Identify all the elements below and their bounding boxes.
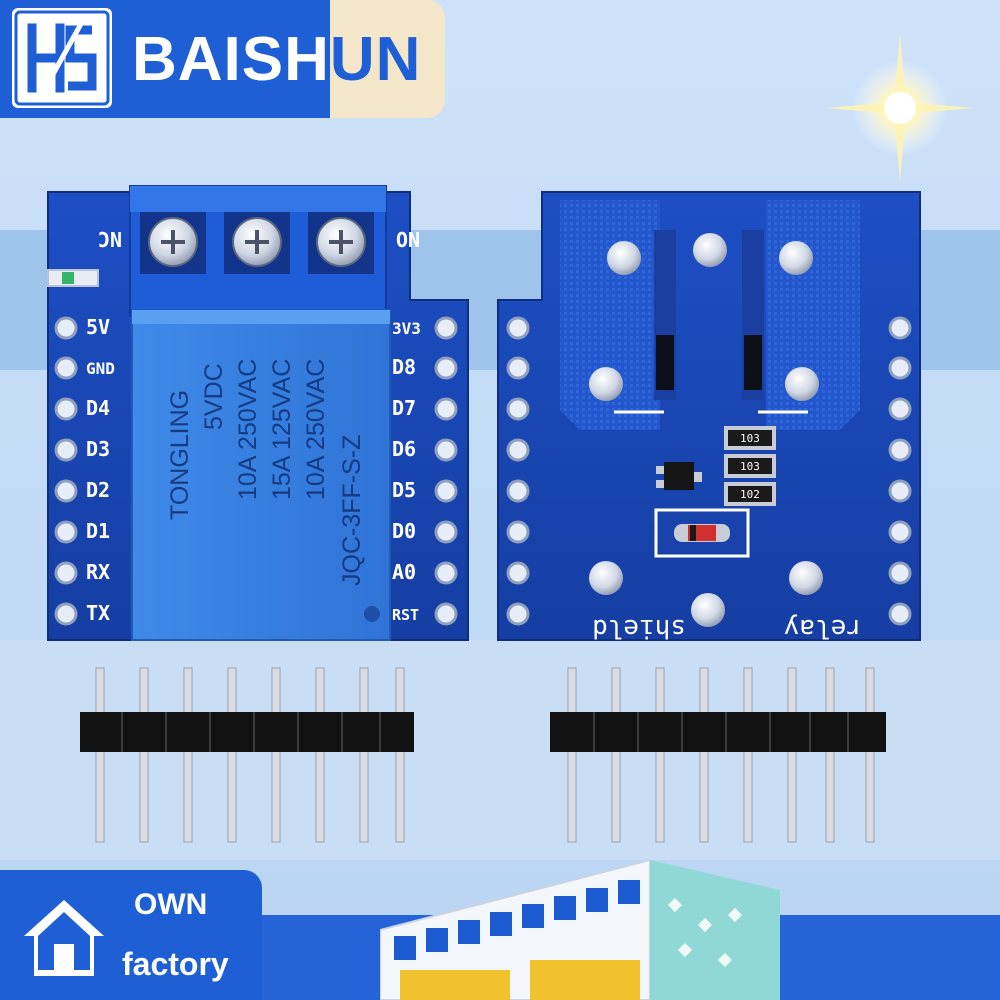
resistor-code: 102 [740,488,760,501]
pin-label-right: D0 [392,519,416,543]
sun-sparkle-icon [826,34,974,182]
pin-label-left: D3 [86,437,110,461]
silkscreen-shield: shield [592,613,686,643]
brand-name: BAISHUN [132,24,421,95]
relay-module-board: NC NO 5V GND D4 D3 D2 D1 RX TX 3V3 D8 D7… [47,185,469,641]
resistor-code: 103 [740,432,760,445]
brand-name-tail: UN [329,25,422,94]
pin-label-right: A0 [392,560,416,584]
pin-label-left: D4 [86,396,110,420]
relay-marking: 10A 250VAC [302,359,330,500]
pin-holes-right [434,316,458,626]
shield-board: 103 103 102 shield relay [497,191,921,643]
own-factory-badge: OWN factory [0,870,262,1000]
brand-name-main: BAISH [132,25,330,94]
badge-line-own: OWN [134,888,208,921]
diode [674,524,730,542]
solder-pads [589,233,823,627]
label-nc: NC [98,227,122,251]
relay-marking: 15A 125VAC [268,359,296,500]
screw-terminal-block [129,185,387,317]
house-icon [24,900,104,976]
pin-label-right: D5 [392,478,416,502]
pin-label-right: D8 [392,355,416,379]
badge-line-factory: factory [122,946,229,982]
screw-icon [232,217,282,267]
factory-building-illustration [380,858,780,1000]
pin-label-right: RST [392,606,419,624]
pin-label-right: D7 [392,396,416,420]
pin-label-left: GND [86,359,115,378]
pin-label-left: 5V [86,315,110,339]
pin-label-left: RX [86,560,110,584]
pin-holes-left [506,316,530,626]
pin-label-right: D6 [392,437,416,461]
silkscreen-relay: relay [784,613,862,643]
relay-component: TONGLING 5VDC 10A 250VAC 15A 125VAC 10A … [131,309,391,641]
relay-marking: 5VDC [200,363,228,430]
pin-label-right: 3V3 [392,319,421,338]
pin-header-left [80,667,414,843]
resistor-code: 103 [740,460,760,473]
pin-holes-right [888,316,912,626]
label-no: NO [396,227,420,251]
pin-label-left: TX [86,601,110,625]
pin-label-left: D1 [86,519,110,543]
screw-icon [148,217,198,267]
pin-header-right [550,667,886,843]
pin-label-left: D2 [86,478,110,502]
screw-icon [316,217,366,267]
transistor [656,462,702,490]
relay-marking: TONGLING [166,390,194,520]
relay-marking: 10A 250VAC [234,359,262,500]
brand-header: BAISHUN [0,0,445,118]
pin-holes-left [54,316,78,626]
relay-marking: JQC-3FF-S-Z [338,435,366,586]
hs-monogram-icon [12,8,112,108]
brand-background-accent [330,0,445,118]
smd-resistors: 103 103 102 [724,426,776,506]
